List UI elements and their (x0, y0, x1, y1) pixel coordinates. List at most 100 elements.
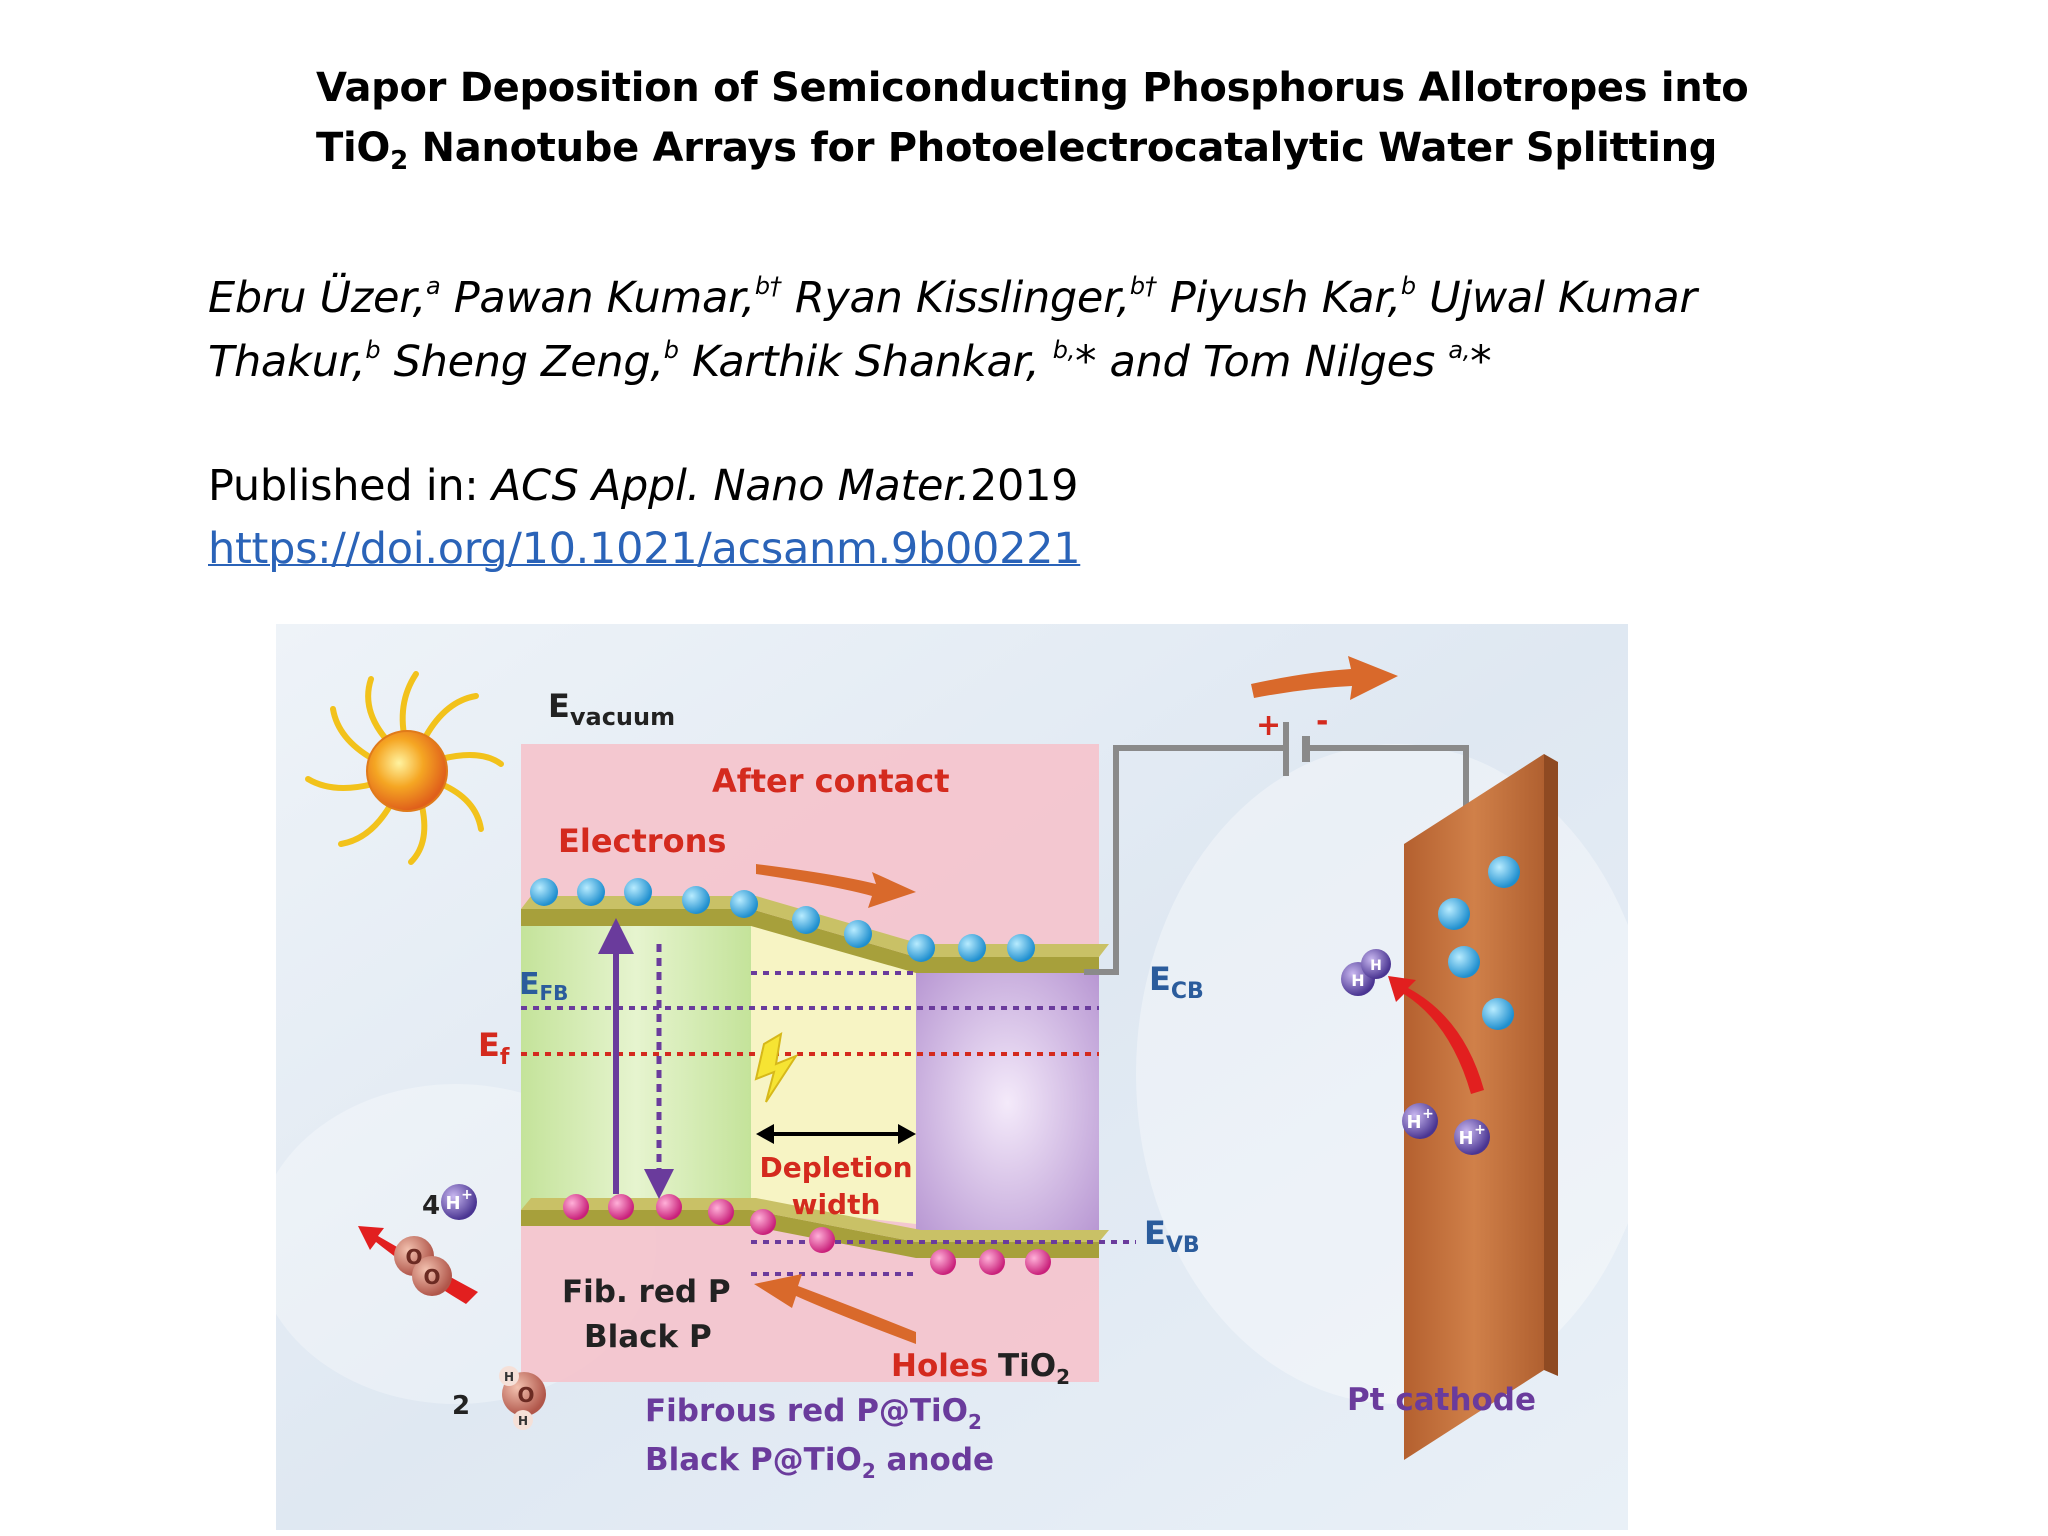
publication-line: Published in: ACS Appl. Nano Mater.2019 (208, 455, 1808, 518)
o2-molecule-icon: O O (394, 1236, 452, 1296)
h-atom-label: H (518, 1414, 528, 1428)
anode-label-2: Black P@TiO2 anode (645, 1442, 994, 1483)
e-fb-label: EFB (519, 967, 568, 1005)
hole (708, 1199, 734, 1225)
band-diagram-figure: H H H + H + H + 4 O O O H H 2 Evacuum Af… (276, 624, 1628, 1530)
hole (930, 1249, 956, 1275)
publication-prefix: Published in: (208, 461, 492, 511)
reduction-arrow (1388, 976, 1484, 1094)
h2-molecule-icon: H H (1341, 949, 1391, 996)
anode-2-sub: 2 (862, 1459, 876, 1483)
electron (1488, 856, 1520, 888)
e-vb-e: E (1144, 1214, 1166, 1252)
h-plus-sup: + (461, 1187, 473, 1203)
h-plus-label: H (1458, 1128, 1473, 1149)
author-name: Pawan Kumar, (440, 273, 755, 323)
title-subscript: 2 (390, 146, 408, 176)
o-atom-label: O (405, 1245, 422, 1269)
proton-icon: H + (1454, 1119, 1490, 1155)
depletion-label: Depletion (759, 1151, 912, 1184)
lightning-icon (754, 1032, 799, 1103)
phosphorus-region (521, 914, 751, 1212)
tio2-sub: 2 (1056, 1365, 1070, 1389)
proton-count: 4 (422, 1191, 440, 1221)
author-name: * (1470, 337, 1492, 387)
h2o-molecule-icon: O H H (499, 1366, 546, 1430)
author-name: Ebru Üzer, (208, 273, 426, 323)
title-tio: TiO (316, 125, 391, 171)
electron (1448, 946, 1480, 978)
electron (907, 934, 935, 962)
electron (1438, 898, 1470, 930)
tio2-text: TiO (998, 1348, 1056, 1384)
title-line-1: Vapor Deposition of Semiconducting Phosp… (316, 65, 1749, 111)
hole (979, 1249, 1005, 1275)
doi-link[interactable]: https://doi.org/10.1021/acsanm.9b00221 (208, 524, 1081, 574)
author-affiliation: a, (1448, 336, 1471, 364)
anode-1-text: Fibrous red P@TiO (645, 1393, 968, 1429)
sun-icon (305, 671, 504, 865)
electron (730, 890, 758, 918)
author-affiliation: b (365, 336, 381, 364)
anode-2-suffix: anode (876, 1442, 994, 1478)
author-name: Sheng Zeng, (380, 337, 664, 387)
electron (624, 878, 652, 906)
publication-info: Published in: ACS Appl. Nano Mater.2019 … (208, 455, 1808, 581)
author-list: Ebru Üzer,a Pawan Kumar,b† Ryan Kissling… (208, 266, 1808, 394)
depletion-region (751, 920, 916, 1224)
e-fb-e: E (519, 967, 540, 1002)
battery-minus-label: - (1316, 704, 1328, 739)
h-atom-label: H (504, 1370, 514, 1384)
e-f-sub: f (500, 1045, 510, 1070)
e-f-label: Ef (478, 1026, 510, 1070)
electron (530, 878, 558, 906)
anode-label-1: Fibrous red P@TiO2 (645, 1393, 982, 1434)
author-name: Ryan Kisslinger, (781, 273, 1130, 323)
e-cb-label: ECB (1149, 960, 1204, 1004)
band-diagram-svg: H H H + H + H + 4 O O O H H 2 Evacuum Af… (276, 624, 1628, 1530)
hole (809, 1227, 835, 1253)
hole (750, 1209, 776, 1235)
anode-proton-icon: H + (441, 1184, 477, 1220)
o-atom-label: O (517, 1383, 534, 1407)
pt-cathode-label: Pt cathode (1347, 1382, 1536, 1418)
author-affiliation: b† (1129, 272, 1157, 300)
e-vb-sub: VB (1166, 1233, 1200, 1258)
electrons-group (530, 878, 1035, 962)
electron (1007, 934, 1035, 962)
black-p-label: Black P (584, 1319, 712, 1355)
e-fb-sub: FB (540, 981, 569, 1005)
author-affiliation: b† (754, 272, 782, 300)
journal-name: ACS Appl. Nano Mater. (491, 461, 970, 511)
author-name: Karthik Shankar, (678, 337, 1053, 387)
tio2-region (916, 968, 1099, 1238)
paper-title: Vapor Deposition of Semiconducting Phosp… (316, 58, 1816, 178)
cathode-electrons (1438, 856, 1520, 1030)
e-cb-e: E (1149, 960, 1171, 998)
author-affiliation: b, (1052, 336, 1076, 364)
holes-group (563, 1194, 1051, 1275)
electron (1482, 998, 1514, 1030)
battery-plus-label: + (1256, 708, 1281, 743)
o-atom-label: O (423, 1265, 440, 1289)
author-name: Ujwal Kumar Thakur, (208, 273, 1697, 387)
e-f-e: E (478, 1026, 500, 1064)
electron (577, 878, 605, 906)
electron (682, 886, 710, 914)
current-flow-arrow (1251, 656, 1398, 700)
author-name: * and Tom Nilges (1074, 337, 1449, 387)
author-name: Piyush Kar, (1156, 273, 1401, 323)
hole (1025, 1249, 1051, 1275)
hole-flow-arrow (754, 1274, 916, 1344)
e-cb-sub: CB (1171, 979, 1204, 1004)
holes-label: Holes (891, 1348, 988, 1384)
doi-line: https://doi.org/10.1021/acsanm.9b00221 (208, 518, 1808, 581)
width-label: width (792, 1188, 881, 1221)
external-circuit (1084, 722, 1469, 975)
publication-year: 2019 (969, 461, 1079, 511)
hole (608, 1194, 634, 1220)
e-vacuum-e: E (548, 687, 570, 725)
hole (563, 1194, 589, 1220)
h-plus-label: H (1406, 1112, 1421, 1133)
author-affiliation: a (425, 272, 441, 300)
